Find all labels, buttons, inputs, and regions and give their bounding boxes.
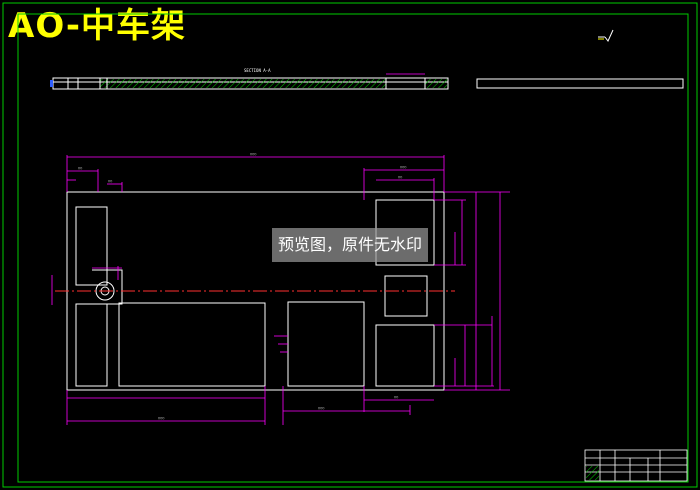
watermark: 预览图，原件无水印 <box>272 228 428 262</box>
roughness-symbol <box>598 29 614 42</box>
dimension-lines <box>51 155 510 425</box>
svg-text:○○: ○○ <box>108 179 112 183</box>
svg-text:○○○: ○○○ <box>158 416 164 420</box>
svg-text:○○○: ○○○ <box>250 152 256 156</box>
side-view-bar <box>476 78 684 89</box>
section-view: SECTION A-A <box>50 68 449 90</box>
drawing-title: AO-中车架 <box>8 6 186 46</box>
title-block <box>584 449 688 482</box>
svg-text:○○: ○○ <box>398 175 402 179</box>
section-label: SECTION A-A <box>244 68 271 73</box>
svg-text:○○: ○○ <box>394 395 398 399</box>
svg-text:○○○: ○○○ <box>400 165 406 169</box>
hub-boss <box>95 281 115 301</box>
plan-view <box>66 191 445 391</box>
svg-text:○○○: ○○○ <box>318 406 324 410</box>
dimension-labels: ○○○ ○○ ○○ ○○○ ○○ ○○○ ○○○ ○○ <box>78 152 406 420</box>
svg-text:○○: ○○ <box>78 166 82 170</box>
